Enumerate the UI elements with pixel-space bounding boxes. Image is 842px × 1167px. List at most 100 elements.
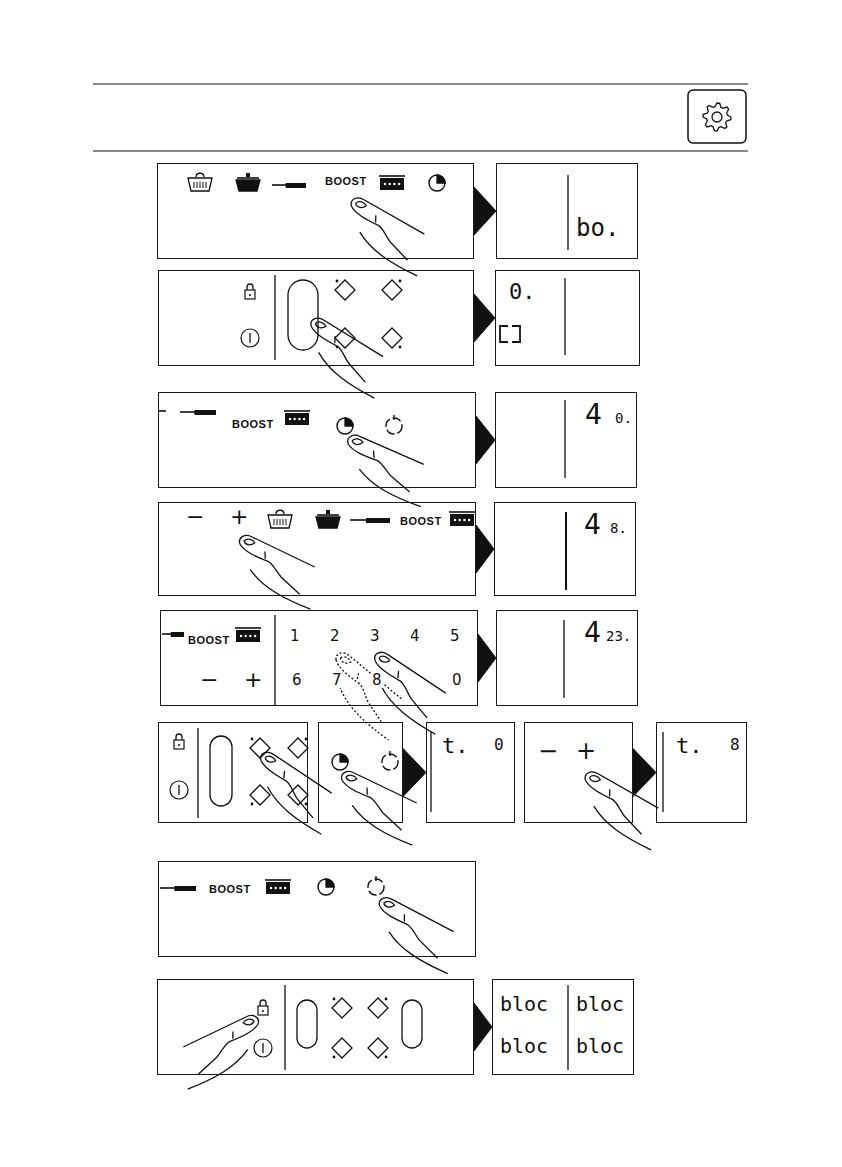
key-label: + (575, 739, 597, 763)
timer-end-icon (368, 879, 384, 895)
zone-diamond (288, 738, 308, 758)
fryer-icon (389, 183, 391, 185)
zone-dot (333, 1056, 336, 1059)
step-arrow (633, 749, 656, 797)
timer-end-icon (386, 418, 402, 434)
control-panel: BOOST123456780−+ (160, 610, 478, 706)
pointing-hand (337, 434, 432, 507)
finger-crease (403, 914, 407, 921)
finger-nail (383, 900, 395, 908)
display-reading: bloc (575, 994, 625, 1014)
finger-nail (355, 200, 367, 209)
display-reading: 0 (493, 737, 505, 753)
finger-outline (320, 660, 398, 723)
finger-nail (314, 321, 326, 330)
pointing-hand (366, 896, 464, 974)
finger-outline (238, 534, 318, 567)
pot-icon (236, 180, 260, 191)
finger-crease (374, 215, 378, 222)
display-box: 423. (496, 610, 638, 706)
fryer-icon (393, 183, 395, 185)
control-panel (157, 979, 474, 1075)
display-divider (662, 732, 663, 812)
panel-divider (197, 728, 198, 818)
key-label: 7 (331, 673, 343, 688)
pointing-hand (570, 770, 669, 850)
steamer-icon (194, 182, 195, 188)
button-label: BOOST (324, 176, 368, 187)
display-box: t.8 (656, 722, 747, 823)
finger-outline (349, 196, 429, 234)
control-panel: −+BOOST (158, 502, 476, 596)
pan-icon (180, 411, 196, 413)
power-icon (241, 329, 259, 347)
display-reading: bloc (499, 1036, 549, 1056)
button-label: BOOST (187, 635, 231, 646)
pot-icon (316, 517, 340, 528)
hand-outline (382, 932, 454, 974)
display-reading: bloc (575, 1036, 625, 1056)
fryer-icon (266, 882, 290, 894)
step-arrow (474, 187, 496, 235)
finger-nail (339, 655, 351, 665)
lock-icon (262, 1010, 264, 1012)
display-box: 0. (495, 270, 640, 366)
display-reading: 0. (508, 281, 537, 303)
finger-outline (180, 1014, 260, 1047)
zone-dot (251, 738, 254, 741)
lock-icon (260, 1000, 266, 1006)
fryer-icon (398, 183, 400, 185)
pan-icon (174, 886, 196, 891)
lock-icon (249, 294, 251, 296)
timer-end-icon (389, 751, 390, 756)
fryer-icon (284, 410, 310, 412)
pointing-hand (294, 316, 393, 398)
pan-icon (366, 518, 390, 523)
display-box: 48. (494, 502, 636, 596)
fryer-icon (468, 519, 470, 521)
finger-outline (341, 206, 418, 260)
steamer-icon (276, 510, 284, 514)
panel-divider (274, 615, 275, 705)
pointing-hand (313, 650, 415, 740)
lock-icon (178, 744, 180, 746)
hand-outline (586, 806, 658, 850)
hand-outline (258, 787, 330, 835)
zone-dot (399, 346, 402, 349)
key-label: 4 (409, 629, 421, 644)
timer-icon (337, 418, 353, 434)
pan-icon (286, 183, 306, 188)
fryer-icon (384, 183, 386, 185)
pot-icon (246, 173, 250, 177)
zone-dot (251, 803, 254, 806)
finger-nail (589, 774, 601, 783)
key-label: 6 (291, 673, 303, 688)
zone-diamond (382, 328, 402, 348)
power-icon (254, 1039, 272, 1057)
hand-outline (372, 687, 444, 735)
fryer-icon (380, 178, 404, 190)
fryer-icon (459, 519, 461, 521)
display-divider (567, 175, 568, 250)
fryer-icon (279, 887, 281, 889)
control-panel: BOOST (158, 861, 476, 957)
pointing-hand (174, 1014, 270, 1089)
timer-end-icon (382, 754, 398, 770)
control-panel (158, 722, 308, 823)
fryer-icon (240, 635, 242, 637)
steamer-icon (188, 178, 212, 191)
pot-icon (237, 177, 259, 179)
lock-icon (245, 290, 255, 299)
display-reading: bo. (575, 216, 620, 240)
finger-crease (608, 789, 612, 796)
lock-icon (247, 284, 253, 290)
fryer-icon (235, 627, 261, 629)
step-arrow (476, 416, 495, 464)
zone-dot (305, 738, 308, 741)
finger-crease (231, 1032, 235, 1039)
key-label: 5 (449, 629, 461, 644)
finger-nail (378, 655, 390, 664)
display-reading: 8. (609, 521, 628, 535)
